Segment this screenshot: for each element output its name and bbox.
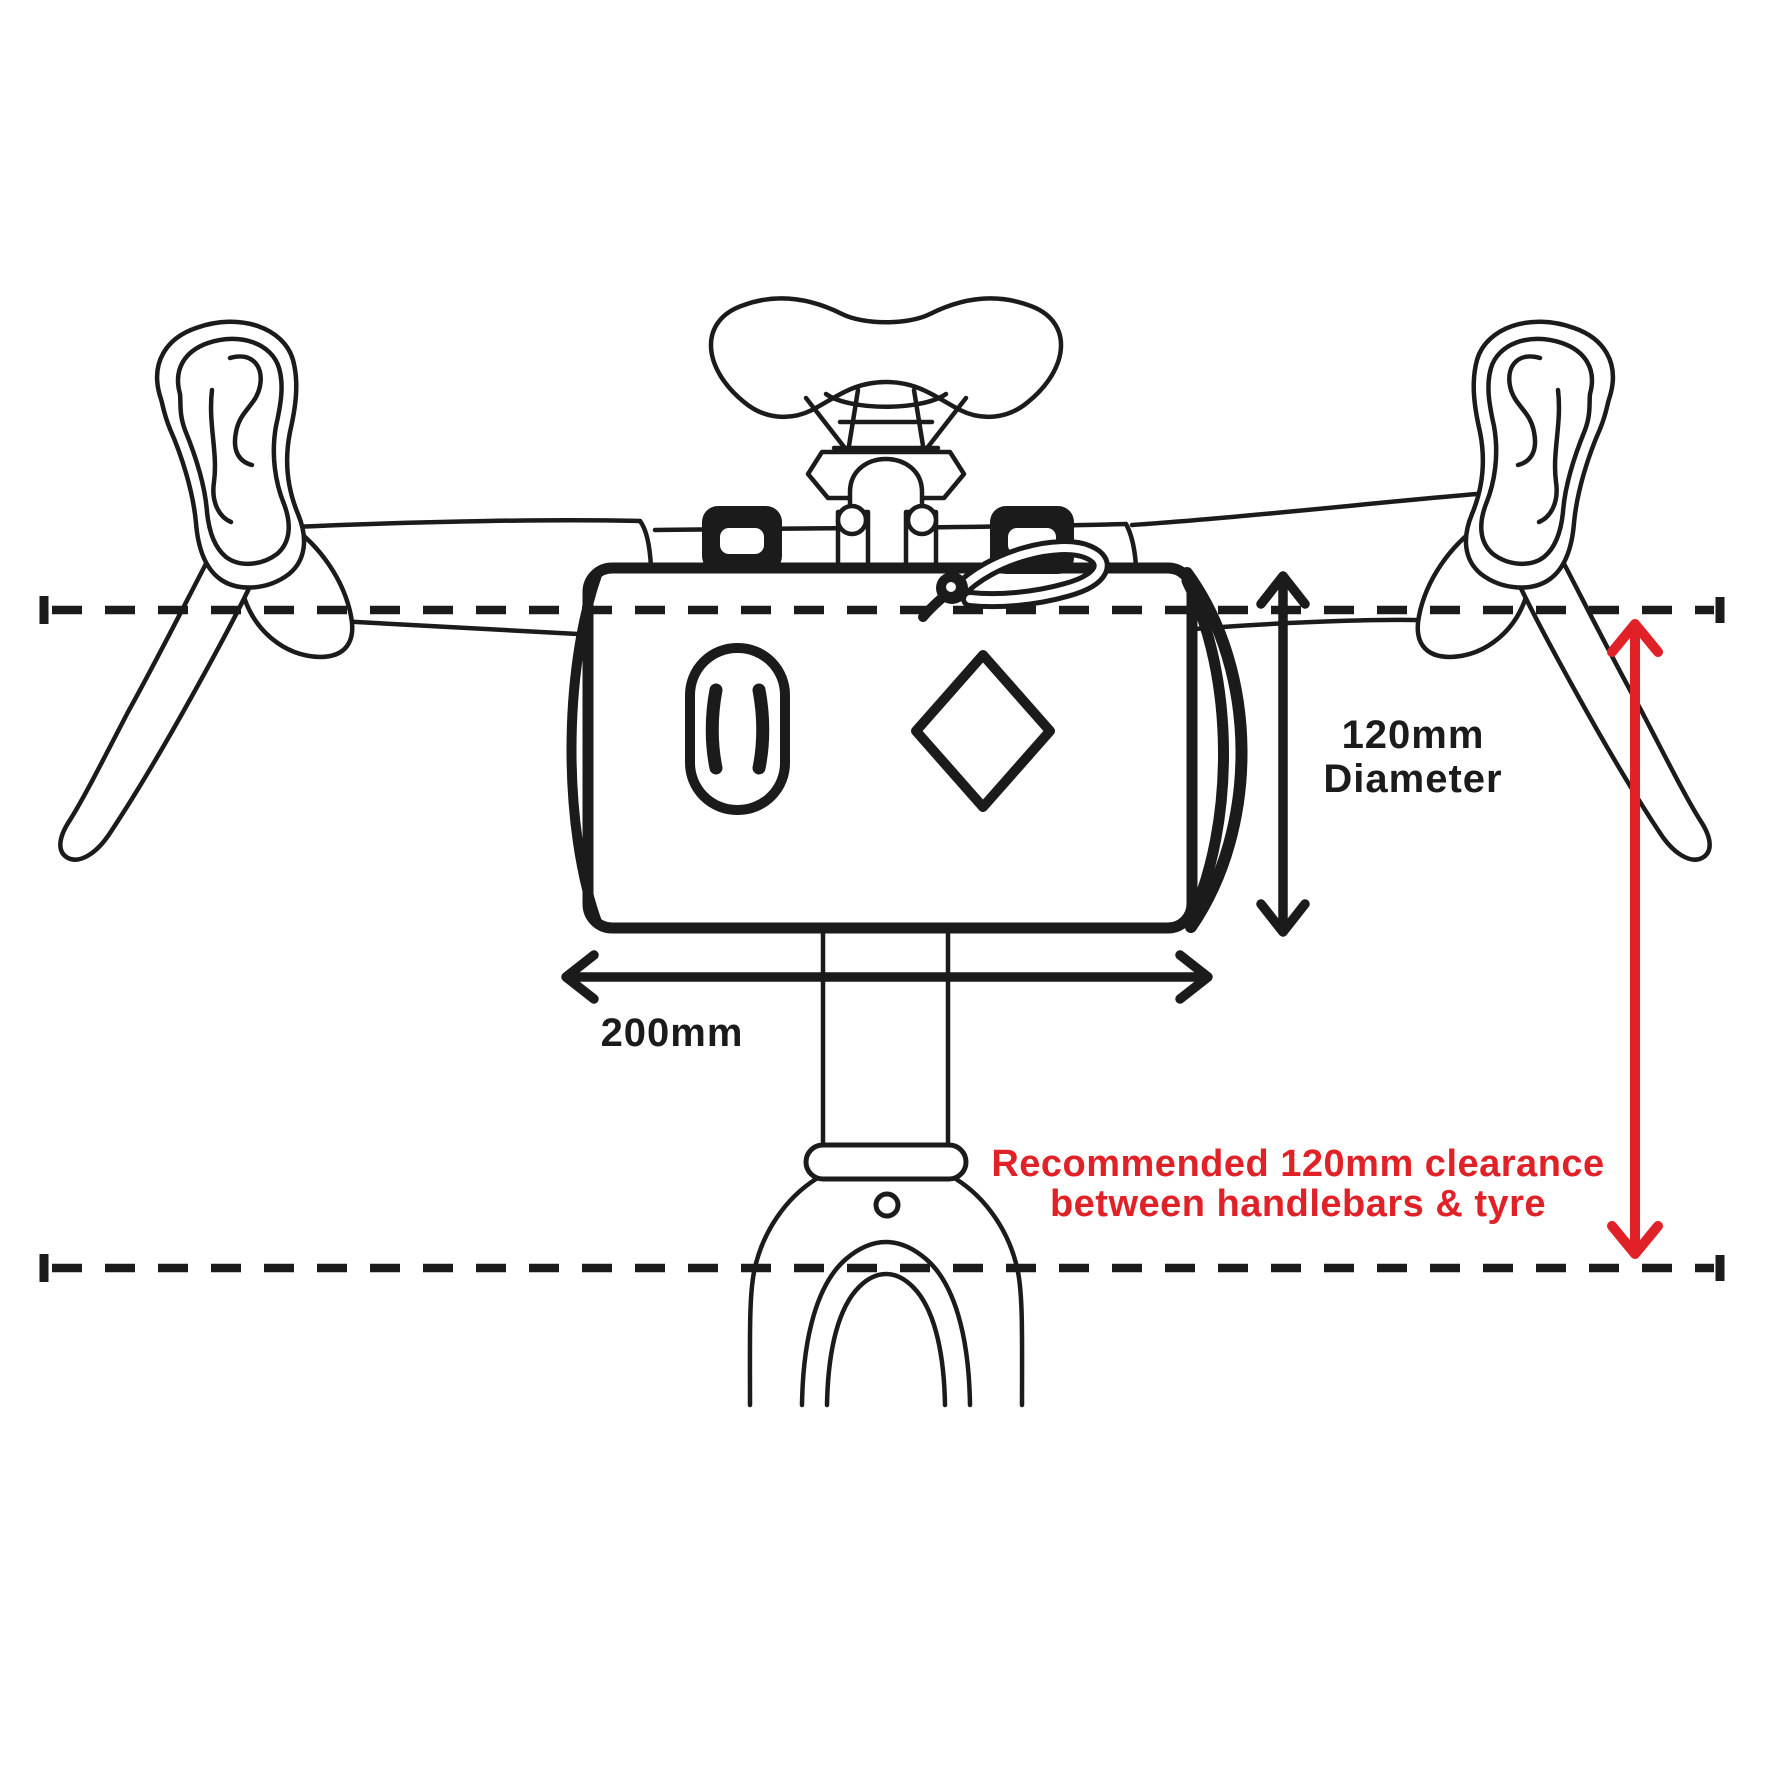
diameter-label: 120mm Diameter <box>1323 713 1502 801</box>
clearance-arrow-red <box>1607 619 1663 1259</box>
clearance-label-line1: Recommended 120mm clearance <box>991 1143 1604 1185</box>
saddle-icon <box>708 296 1064 501</box>
bag-left-cap <box>566 570 602 927</box>
strap-buckle-icon <box>702 506 782 572</box>
upper-clearance-dashed-line <box>39 596 1725 624</box>
bag-right-cap <box>1181 567 1248 933</box>
diameter-word: Diameter <box>1323 757 1502 801</box>
seatpost-clamp <box>835 456 939 571</box>
clearance-label-line2: between handlebars & tyre <box>1050 1183 1546 1225</box>
diamond-logo-icon <box>911 650 1055 812</box>
fork-icon <box>747 925 1025 1408</box>
diameter-dimension-arrow <box>1256 571 1310 937</box>
handlebar-bag-icon <box>566 506 1248 934</box>
diameter-value: 120mm <box>1342 713 1485 757</box>
zipper-cord-icon <box>918 539 1110 622</box>
lever-blade <box>58 553 255 862</box>
lower-clearance-dashed-line <box>39 1254 1725 1282</box>
oval-logo-icon <box>685 643 790 815</box>
width-dimension-arrow <box>561 950 1213 1004</box>
clearance-label: Recommended 120mm clearance between hand… <box>991 1143 1604 1225</box>
lever-hood <box>154 319 307 590</box>
width-label: 200mm <box>601 1011 744 1055</box>
